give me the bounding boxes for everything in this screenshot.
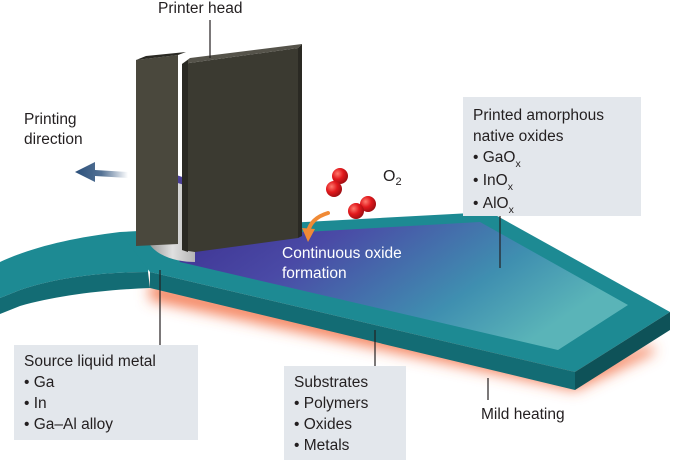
list-item: AlOx xyxy=(473,193,631,216)
o2-label: O2 xyxy=(383,168,402,188)
printing-direction-label: Printing direction xyxy=(24,111,83,148)
substrates-box: Substrates Polymers Oxides Metals xyxy=(284,366,406,460)
list-item: Ga xyxy=(24,372,188,393)
leader-lines xyxy=(159,20,501,400)
oxygen-molecule-icon xyxy=(326,168,376,219)
printer-head xyxy=(136,44,302,252)
list-item: In xyxy=(24,393,188,414)
list-item: GaOx xyxy=(473,147,631,170)
printed-oxides-box: Printed amorphous native oxides GaOx InO… xyxy=(463,97,641,216)
oxide-film xyxy=(165,222,628,350)
curved-arrow-icon xyxy=(302,211,330,242)
printed-oxides-list: GaOx InOx AlOx xyxy=(473,147,631,216)
list-item: Oxides xyxy=(294,414,396,435)
substrates-list: Polymers Oxides Metals xyxy=(294,393,396,456)
mild-heating-label: Mild heating xyxy=(481,406,565,423)
list-item: InOx xyxy=(473,170,631,193)
source-metal-box: Source liquid metal Ga In Ga–Al alloy xyxy=(14,345,198,440)
source-metal-list: Ga In Ga–Al alloy xyxy=(24,372,188,435)
list-item: Metals xyxy=(294,435,396,456)
printing-direction-arrow xyxy=(75,162,128,182)
list-item: Polymers xyxy=(294,393,396,414)
list-item: Ga–Al alloy xyxy=(24,414,188,435)
printer-head-label: Printer head xyxy=(158,0,243,17)
continuous-oxide-label: Continuous oxide formation xyxy=(282,245,402,282)
